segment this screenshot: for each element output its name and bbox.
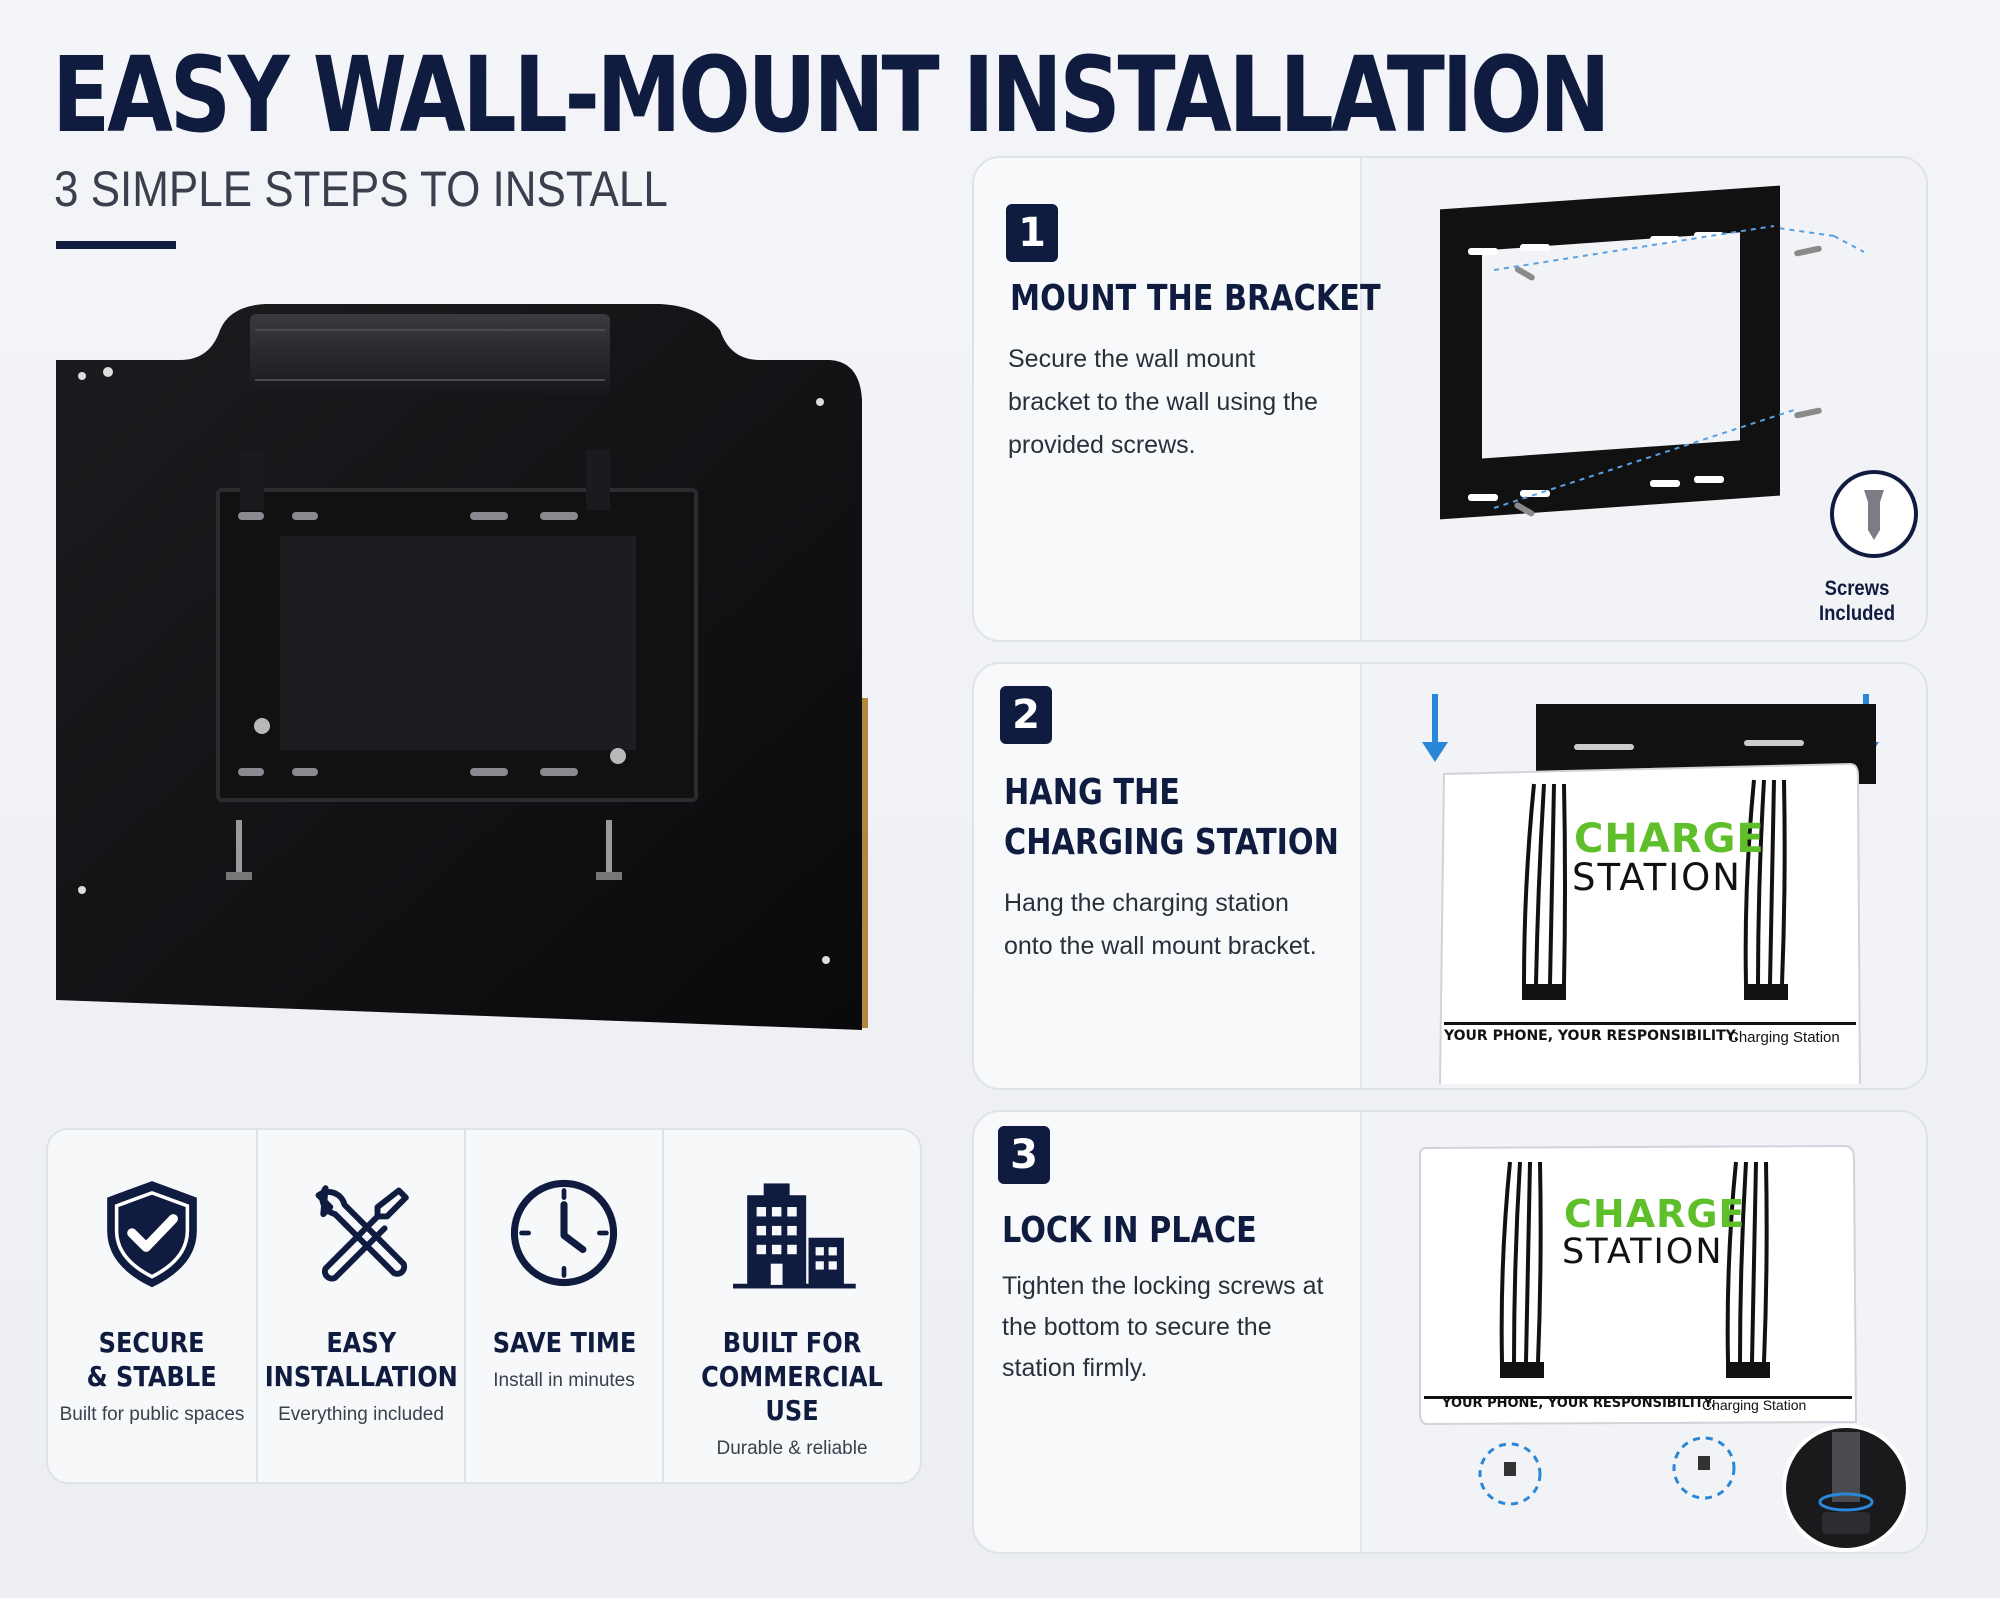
step-desc: Secure the wall mount bracket to the wal… (1008, 345, 1318, 459)
step-number-badge: 3 (998, 1126, 1050, 1184)
station-footer-left: YOUR PHONE, YOUR RESPONSIBILITY. (1442, 1396, 1716, 1411)
feature-desc: Everything included (278, 1404, 444, 1425)
wall-bracket-illustration (1440, 185, 1918, 558)
building-icon (733, 1183, 856, 1289)
feature-title: BUILT FOR COMMERCIAL USE (701, 1326, 883, 1427)
page-title: EASY WALL-MOUNT INSTALLATION (52, 34, 1611, 156)
step-number-badge: 2 (1000, 686, 1052, 744)
features-panel: SECURE & STABLE Built for public spaces … (46, 1128, 922, 1484)
feature-commercial: BUILT FOR COMMERCIAL USE Durable & relia… (664, 1130, 920, 1482)
step-card-1: 1 MOUNT THE BRACKET Secure the wall moun… (972, 156, 1928, 642)
step-title: LOCK IN PLACE (1002, 1210, 1257, 1251)
feature-title: SAVE TIME (492, 1326, 636, 1359)
page-subtitle: 3 SIMPLE STEPS TO INSTALL (54, 161, 668, 217)
step-desc: Tighten the locking screws at the bottom… (1002, 1272, 1324, 1382)
title-underline (56, 241, 176, 249)
station-footer-left: YOUR PHONE, YOUR RESPONSIBILITY. (1444, 1028, 1739, 1044)
station-footer-right: Charging Station (1702, 1397, 1807, 1413)
clock-icon (510, 1179, 618, 1287)
station-brand-top: CHARGE (1564, 1192, 1746, 1236)
feature-secure: SECURE & STABLE Built for public spaces (48, 1130, 258, 1482)
feature-desc: Built for public spaces (59, 1404, 245, 1425)
lock-screw-highlight-icon (1478, 1436, 1736, 1506)
shield-check-icon (107, 1181, 197, 1288)
station-brand-bottom: STATION (1572, 856, 1742, 899)
step-number-badge: 1 (1006, 204, 1058, 262)
hang-station-illustration (1422, 694, 1879, 1084)
product-back-panel-image (56, 304, 868, 1030)
feature-easy-install: EASY INSTALLATION Everything included (258, 1130, 466, 1482)
step-desc: Hang the charging station onto the wall … (1004, 889, 1317, 960)
step-title: MOUNT THE BRACKET (1010, 278, 1381, 319)
feature-desc: Install in minutes (493, 1370, 635, 1391)
step-title: HANG THE CHARGING STATION (1004, 772, 1339, 863)
station-brand-bottom: STATION (1562, 1232, 1724, 1272)
feature-save-time: SAVE TIME Install in minutes (466, 1130, 664, 1482)
feature-title: SECURE & STABLE (86, 1326, 218, 1393)
station-brand-top: CHARGE (1574, 816, 1765, 862)
lock-station-illustration (1419, 1144, 1910, 1552)
step-card-2: 2 HANG THE CHARGING STATION Hang the cha… (972, 662, 1928, 1090)
station-footer-right: Charging Station (1728, 1029, 1840, 1046)
step-card-3: 3 LOCK IN PLACE Tighten the locking scre… (972, 1110, 1928, 1554)
tools-icon (315, 1185, 409, 1282)
feature-desc: Durable & reliable (716, 1438, 868, 1459)
screws-included-label: Screws Included (1819, 577, 1895, 625)
feature-title: EASY INSTALLATION (264, 1326, 458, 1393)
